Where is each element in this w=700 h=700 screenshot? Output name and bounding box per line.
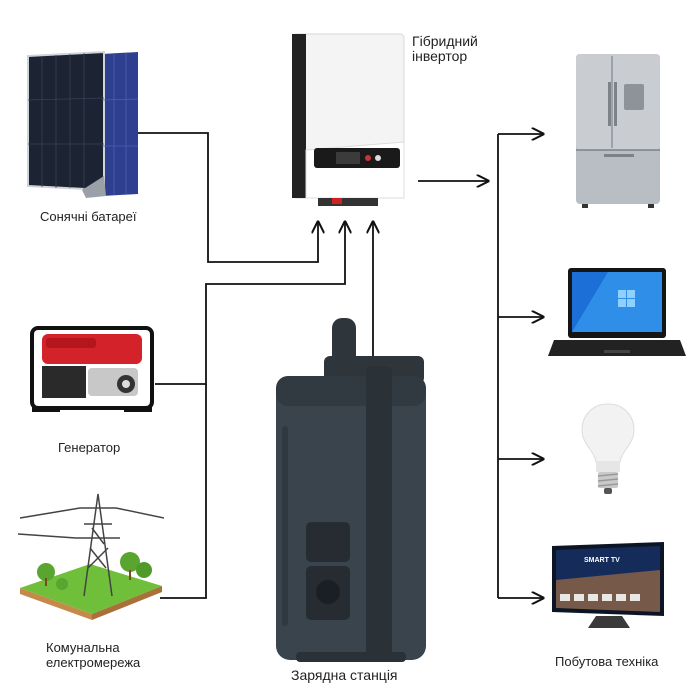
refrigerator-icon (576, 54, 660, 208)
wire-solar-to-inverter (138, 132, 318, 263)
grid-label-line2: електромережа (46, 655, 141, 670)
appliances-label: Побутова техніка (555, 654, 659, 669)
generator-icon (30, 326, 154, 412)
charging-station-icon (276, 318, 426, 662)
power-grid-icon (18, 493, 164, 620)
wire-generator-to-inverter (155, 222, 345, 385)
inverter-label-line2: інвертор (412, 48, 468, 64)
solar-panel-icon (27, 50, 139, 198)
laptop-icon (548, 268, 686, 356)
generator-label: Генератор (58, 440, 121, 455)
station-label: Зарядна станція (291, 667, 398, 683)
light-bulb-icon (581, 403, 635, 494)
hybrid-inverter-icon (292, 33, 405, 206)
solar-label: Сонячні батареї (40, 209, 137, 224)
tv-screen-text: SMART TV (584, 557, 620, 564)
grid-label-line1: Комунальна (46, 640, 120, 655)
smart-tv-icon (552, 542, 664, 628)
wire-grid-to-inverter (160, 384, 207, 599)
inverter-label-line1: Гібридний (412, 33, 478, 49)
